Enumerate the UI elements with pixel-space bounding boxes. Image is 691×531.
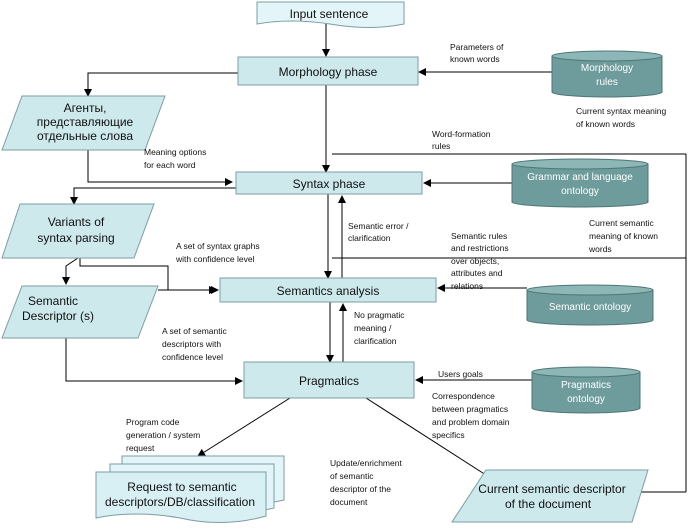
note-cur-syntax-2: of known words — [576, 119, 635, 129]
note-sem-rules-4: attributes and — [451, 268, 503, 278]
descriptor-line-2: Descriptor (s) — [22, 309, 94, 323]
semantic-ontology-db: Semantic ontology — [526, 284, 654, 326]
morphology-rules-db: Morphology rules — [551, 50, 663, 98]
syntax-phase-node: Syntax phase — [235, 171, 423, 195]
variants-line-2: syntax parsing — [37, 231, 114, 245]
note-users-goals-1: Users goals — [438, 369, 483, 379]
syntax-variants-node: Variants of syntax parsing — [1, 203, 155, 259]
pragmatics-ontology-db: Pragmatics ontology — [531, 366, 641, 414]
semantic-descriptor-node: Semantic Descriptor (s) — [1, 285, 159, 339]
note-word-form-2: rules — [432, 141, 450, 151]
note-current-semantic: Current semantic meaning of known words — [588, 218, 658, 254]
note-parameters: Parameters of known words — [450, 42, 504, 64]
note-desc-set-1: A set of semantic — [162, 326, 227, 336]
note-sem-rules-3: over objects, — [451, 256, 499, 266]
note-corr-2: between pragmatics — [432, 404, 508, 414]
semantics-analysis-node: Semantics analysis — [219, 277, 437, 303]
pragmatics-node: Pragmatics — [243, 361, 415, 399]
note-desc-set-3: confidence level — [162, 352, 223, 362]
note-no-prag-3: clarification — [354, 336, 397, 346]
note-meaning-1: Meaning options — [144, 147, 206, 157]
request-line-2: descriptors/DB/classification — [105, 495, 255, 509]
semantic-ontology-label: Semantic ontology — [549, 302, 631, 313]
morphology-phase-node: Morphology phase — [237, 56, 419, 86]
note-params-1: Parameters of — [450, 42, 504, 52]
current-descriptor-line-2: of the document — [505, 497, 592, 511]
morph-rules-line-1: Morphology — [581, 63, 633, 74]
pragmatics-label: Pragmatics — [299, 374, 359, 388]
input-sentence-node: Input sentence — [256, 1, 405, 28]
note-corr-4: specifics — [432, 430, 465, 440]
note-word-formation: Word-formation rules — [432, 129, 491, 151]
note-cur-sem-2: meaning of known — [589, 231, 658, 241]
note-graphs-2: with confidence level — [175, 254, 255, 264]
grammar-line-1: Grammar and language — [527, 172, 633, 183]
note-sem-error-1: Semantic error / — [348, 221, 409, 231]
note-corr-1: Correspondence — [432, 391, 495, 401]
note-word-form-1: Word-formation — [432, 129, 491, 139]
semantics-analysis-label: Semantics analysis — [277, 284, 380, 298]
prag-onto-line-2: ontology — [567, 394, 605, 405]
note-sem-rules-2: and restrictions — [451, 243, 509, 253]
note-update-2: of semantic — [330, 471, 374, 481]
current-descriptor-node: Current semantic descriptor of the docum… — [451, 469, 649, 523]
note-graphs-1: A set of syntax graphs — [176, 241, 260, 251]
note-update-1: Update/enrichment — [330, 458, 402, 468]
note-program-1: Program code — [126, 417, 180, 427]
note-current-syntax: Current syntax meaning of known words — [576, 106, 667, 129]
note-syntax-graphs: A set of syntax graphs with confidence l… — [175, 241, 260, 264]
note-semantic-rules: Semantic rules and restrictions over obj… — [451, 231, 509, 291]
note-semantic-descriptors-set: A set of semantic descriptors with confi… — [162, 326, 227, 362]
input-sentence-label: Input sentence — [290, 7, 369, 21]
grammar-ontology-db: Grammar and language ontology — [511, 158, 649, 208]
note-update-4: document — [330, 497, 368, 507]
note-update: Update/enrichment of semantic descriptor… — [330, 458, 402, 507]
note-update-3: descriptor of the — [330, 484, 391, 494]
note-cur-sem-3: words — [588, 244, 612, 254]
request-node: Request to semantic descriptors/DB/class… — [95, 455, 285, 523]
agents-line-2: представляющие — [37, 115, 134, 129]
syntax-phase-label: Syntax phase — [293, 177, 366, 191]
agents-node: Агенты, представляющие отдельные слова — [1, 95, 166, 151]
prag-onto-line-1: Pragmatics — [561, 380, 611, 391]
grammar-line-2: ontology — [561, 186, 599, 197]
note-semantic-error: Semantic error / clarification — [348, 221, 409, 243]
note-program-3: request — [126, 443, 155, 453]
current-descriptor-line-1: Current semantic descriptor — [478, 482, 625, 496]
note-meaning-2: for each word — [144, 160, 196, 170]
note-corr-3: and problem domain — [432, 417, 510, 427]
note-no-prag-2: meaning / — [354, 323, 392, 333]
note-program-code: Program code generation / system request — [126, 417, 200, 453]
note-sem-rules-5: relations — [451, 281, 483, 291]
note-no-prag-1: No pragmatic — [354, 310, 405, 320]
morphology-phase-label: Morphology phase — [279, 65, 378, 79]
note-desc-set-2: descriptors with — [162, 339, 221, 349]
note-correspondence: Correspondence between pragmatics and pr… — [432, 391, 510, 440]
descriptor-line-1: Semantic — [28, 294, 78, 308]
request-line-1: Request to semantic — [127, 480, 236, 494]
connectors — [62, 24, 687, 493]
note-sem-rules-1: Semantic rules — [451, 231, 507, 241]
note-sem-error-2: clarification — [348, 233, 391, 243]
note-meaning-options: Meaning options for each word — [144, 147, 206, 170]
note-cur-sem-1: Current semantic — [589, 218, 654, 228]
agents-line-1: Агенты, — [64, 101, 107, 115]
note-params-2: known words — [450, 54, 500, 64]
variants-line-1: Variants of — [48, 215, 105, 229]
morph-rules-line-2: rules — [596, 77, 618, 88]
note-program-2: generation / system — [126, 430, 200, 440]
note-no-pragmatic: No pragmatic meaning / clarification — [354, 310, 405, 346]
note-cur-syntax-1: Current syntax meaning — [576, 106, 667, 116]
note-users-goals: Users goals — [438, 369, 483, 379]
agents-line-3: отдельные слова — [37, 129, 133, 143]
